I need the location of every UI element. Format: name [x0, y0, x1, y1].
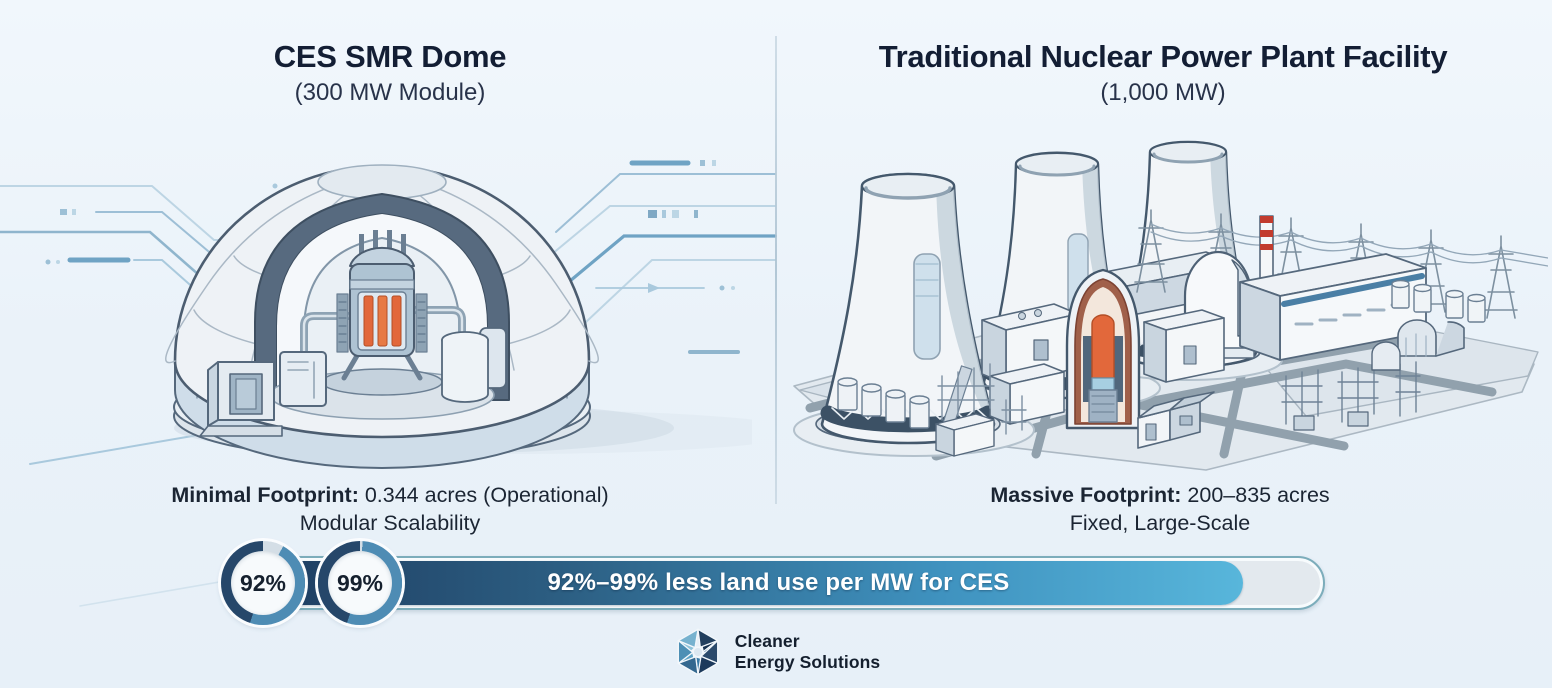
comparison-bar-label: 92%–99% less land use per MW for CES — [547, 569, 1010, 596]
right-footprint-note: Fixed, Large-Scale — [1069, 511, 1251, 536]
right-footprint-value: 200–835 acres — [1181, 483, 1330, 507]
brand-line1: Cleaner — [734, 631, 800, 651]
badge-99-value: 99% — [328, 551, 392, 615]
traditional-nuclear-plant-isometric-illustration — [793, 140, 1548, 471]
badge-99-percent: 99% — [318, 541, 402, 625]
badge-92-percent: 92% — [221, 541, 305, 625]
brand-name: Cleaner Energy Solutions — [735, 631, 881, 673]
right-panel-title: Traditional Nuclear Power Plant Facility — [878, 39, 1448, 74]
left-panel-header: CES SMR Dome (300 MW Module) — [20, 39, 760, 107]
left-panel-subtitle: (300 MW Module) — [294, 79, 486, 107]
aperture-logo-icon — [677, 628, 719, 676]
right-footprint-line1: Massive Footprint: 200–835 acres — [794, 481, 1526, 509]
left-footprint-value: 0.344 acres (Operational) — [358, 483, 609, 507]
right-panel-subtitle: (1,000 MW) — [1100, 79, 1226, 107]
left-footprint-note: Modular Scalability — [299, 511, 481, 536]
right-footprint-label: Massive Footprint: — [990, 483, 1182, 507]
brand-line2: Energy Solutions — [734, 652, 881, 672]
left-footprint-caption: Minimal Footprint: 0.344 acres (Operatio… — [20, 481, 760, 538]
vertical-divider — [775, 36, 777, 504]
left-panel-title: CES SMR Dome — [273, 39, 507, 74]
badge-92-value: 92% — [231, 551, 295, 615]
footer-brand: Cleaner Energy Solutions — [0, 626, 1552, 678]
right-footprint-caption: Massive Footprint: 200–835 acres Fixed, … — [794, 481, 1526, 538]
comparison-bar-fill — [237, 561, 1243, 605]
right-panel-header: Traditional Nuclear Power Plant Facility… — [794, 39, 1532, 107]
smr-dome-cutaway-illustration — [165, 164, 752, 469]
left-footprint-line1: Minimal Footprint: 0.344 acres (Operatio… — [20, 481, 760, 509]
left-footprint-label: Minimal Footprint: — [171, 483, 359, 507]
land-use-comparison-bar: 92%–99% less land use per MW for CES — [232, 556, 1325, 610]
